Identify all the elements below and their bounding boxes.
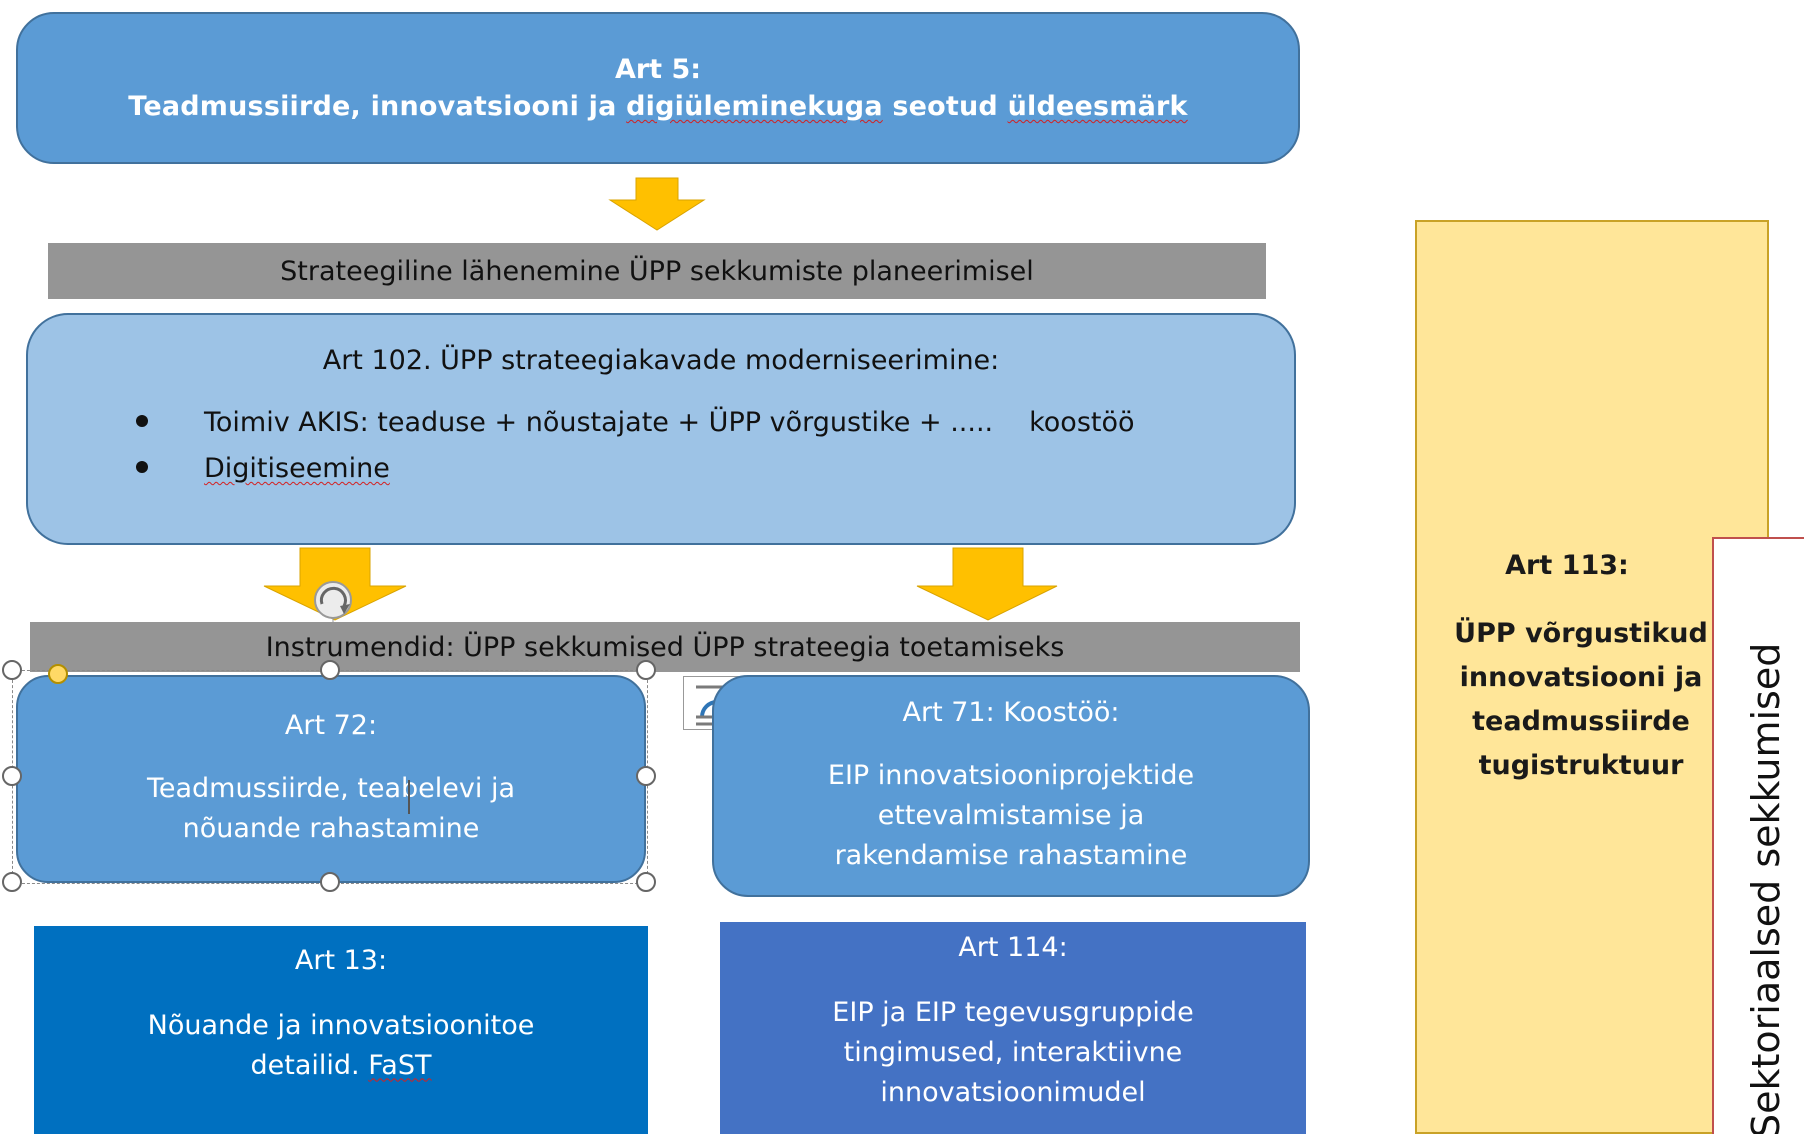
text-cursor: [408, 780, 410, 814]
art102-bullet-2: Digitiseemine: [136, 453, 390, 484]
art114-body: EIP ja EIP tegevusgruppide tingimused, i…: [832, 993, 1193, 1113]
resize-handle[interactable]: [320, 872, 340, 892]
art72-line: nõuande rahastamine: [147, 809, 515, 849]
art71-box: Art 71: Koostöö: EIP innovatsiooniprojek…: [712, 675, 1310, 897]
strategy-bar: Strateegiline lähenemine ÜPP sekkumiste …: [48, 243, 1266, 299]
art113-box: Art 113: ÜPP võrgustikud innovatsiooni j…: [1415, 220, 1769, 1134]
down-arrow-right: [916, 547, 1058, 621]
art72-line-part: amine: [395, 812, 480, 844]
art102-bullet-1-text: Toimiv AKIS: teaduse + nõustajate + ÜPP …: [204, 407, 994, 438]
art114-line: innovatsioonimudel: [880, 1076, 1146, 1108]
art71-line: ettevalmistamise ja: [877, 799, 1145, 831]
art72-body: Teadmussiirde, teabelevi ja nõuande raha…: [147, 769, 515, 849]
art5-text-misspelled: digiüleminekuga: [626, 91, 883, 122]
art13-line-misspelled: FaST: [368, 1049, 432, 1081]
art102-bullet-2-text: Digitiseemine: [204, 453, 390, 484]
resize-handle[interactable]: [2, 660, 22, 680]
art114-box: Art 114: EIP ja EIP tegevusgruppide ting…: [720, 922, 1306, 1134]
art5-text-part: Teadmussiirde, innovatsiooni ja: [128, 91, 627, 122]
art113-title: Art 113:: [1505, 550, 1629, 581]
bullet-icon: [136, 414, 148, 427]
art5-title: Art 5:: [614, 54, 702, 85]
adjust-handle[interactable]: [48, 664, 68, 684]
art102-bullet-1: Toimiv AKIS: teaduse + nõustajate + ÜPP …: [136, 407, 1135, 438]
art114-line: tingimused, interaktiivne: [843, 1036, 1183, 1068]
instruments-bar-text: Instrumendid: ÜPP sekkumised ÜPP stratee…: [265, 631, 1065, 663]
resize-handle[interactable]: [636, 872, 656, 892]
art113-body: ÜPP võrgustikud innovatsiooni ja teadmus…: [1431, 612, 1731, 788]
art13-body: Nõuande ja innovatsioonitoe detailid. Fa…: [148, 1006, 535, 1086]
art13-title: Art 13:: [294, 944, 388, 976]
art71-title: Art 71: Koostöö:: [902, 696, 1120, 728]
art5-box: Art 5: Teadmussiirde, innovatsiooni ja d…: [16, 12, 1300, 164]
resize-handle[interactable]: [320, 660, 340, 680]
bullet-icon: [136, 460, 148, 473]
resize-handle[interactable]: [636, 766, 656, 786]
art72-line-part: nõuande rahast: [182, 812, 396, 844]
art71-line: EIP innovatsiooniprojektide: [827, 759, 1195, 791]
art113-line: ÜPP võrgustikud: [1454, 618, 1708, 649]
resize-handle[interactable]: [2, 766, 22, 786]
art5-text-misspelled: üldeesmärk: [1007, 91, 1188, 122]
strategy-bar-text: Strateegiline lähenemine ÜPP sekkumiste …: [280, 255, 1034, 287]
art113-line: innovatsiooni ja: [1459, 662, 1703, 693]
art13-box: Art 13: Nõuande ja innovatsioonitoe deta…: [34, 926, 648, 1134]
art102-bullet-1-tail: koostöö: [1029, 407, 1135, 438]
art71-body: EIP innovatsiooniprojektide ettevalmista…: [828, 756, 1194, 876]
art72-title: Art 72:: [284, 709, 378, 741]
art102-box: Art 102. ÜPP strateegiakavade modernisee…: [26, 313, 1296, 545]
art72-box[interactable]: Art 72: Teadmussiirde, teabelevi ja nõua…: [16, 675, 646, 883]
sector-label-wrap: Sektoriaalsed sekkumised: [1722, 541, 1788, 1134]
sector-label: Sektoriaalsed sekkumised: [1744, 642, 1788, 1134]
art5-text-part: seotud: [882, 91, 1008, 122]
down-arrow-top: [608, 177, 706, 231]
art5-text: Teadmussiirde, innovatsiooni ja digiülem…: [128, 91, 1187, 122]
resize-handle[interactable]: [636, 660, 656, 680]
art113-line: teadmussiirde: [1472, 706, 1690, 737]
art113-line: tugistruktuur: [1478, 750, 1684, 781]
art13-line-part: detailid.: [250, 1049, 369, 1081]
sector-box: Sektoriaalsed sekkumised: [1712, 537, 1804, 1134]
art13-line: Nõuande ja innovatsioonitoe: [147, 1009, 535, 1041]
resize-handle[interactable]: [2, 872, 22, 892]
art13-line: detailid. FaST: [148, 1046, 535, 1086]
art72-line: Teadmussiirde, teabelevi ja: [146, 772, 515, 804]
art71-line: rakendamise rahastamine: [834, 839, 1188, 871]
art114-title: Art 114:: [958, 931, 1068, 963]
art102-title: Art 102. ÜPP strateegiakavade modernisee…: [322, 345, 1000, 376]
instruments-bar: Instrumendid: ÜPP sekkumised ÜPP stratee…: [30, 622, 1300, 672]
art114-line: EIP ja EIP tegevusgruppide: [832, 996, 1194, 1028]
